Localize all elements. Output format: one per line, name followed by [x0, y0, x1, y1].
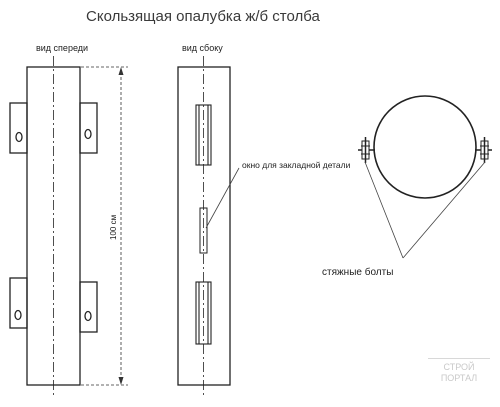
- column-circle: [373, 95, 477, 199]
- watermark-line2: ПОРТАЛ: [440, 373, 478, 383]
- side-bracket-bottom: [195, 281, 212, 345]
- side-view-label: вид сбоку: [182, 43, 223, 53]
- bolt-hole-icon: [84, 310, 92, 322]
- side-post: [177, 66, 231, 386]
- height-dimension: 100 см: [81, 66, 128, 386]
- diagram-title: Скользящая опалубка ж/б столба: [86, 8, 320, 25]
- arrow-up-icon: [118, 67, 124, 75]
- bracket-bottom-right: [79, 281, 98, 333]
- side-view: вид сбоку: [177, 43, 231, 395]
- clamp-section: [358, 95, 492, 199]
- window-label: окно для закладной детали: [242, 160, 351, 170]
- bolt-hole-icon: [14, 309, 22, 321]
- bolts-label: стяжные болты: [322, 266, 393, 278]
- arrow-down-icon: [118, 377, 124, 385]
- bolts-callout: стяжные болты: [322, 161, 486, 278]
- bracket-bottom-left: [9, 277, 28, 329]
- bolt-hole-icon: [84, 128, 92, 140]
- front-view-label: вид спереди: [36, 43, 88, 53]
- watermark-logo: СТРОЙ ПОРТАЛ: [428, 358, 490, 396]
- bracket-top-left: [9, 102, 28, 154]
- watermark-line1: СТРОЙ: [443, 362, 475, 372]
- dimension-label: 100 см: [109, 215, 118, 240]
- bolt-right-icon: [480, 137, 489, 163]
- bracket-top-right: [79, 102, 98, 154]
- window-callout: окно для закладной детали: [205, 160, 351, 229]
- front-view: вид спереди: [9, 43, 98, 395]
- embed-window: [199, 207, 208, 254]
- side-bracket-top: [195, 104, 212, 166]
- bolt-hole-icon: [15, 131, 23, 143]
- bolt-left-icon: [361, 137, 370, 163]
